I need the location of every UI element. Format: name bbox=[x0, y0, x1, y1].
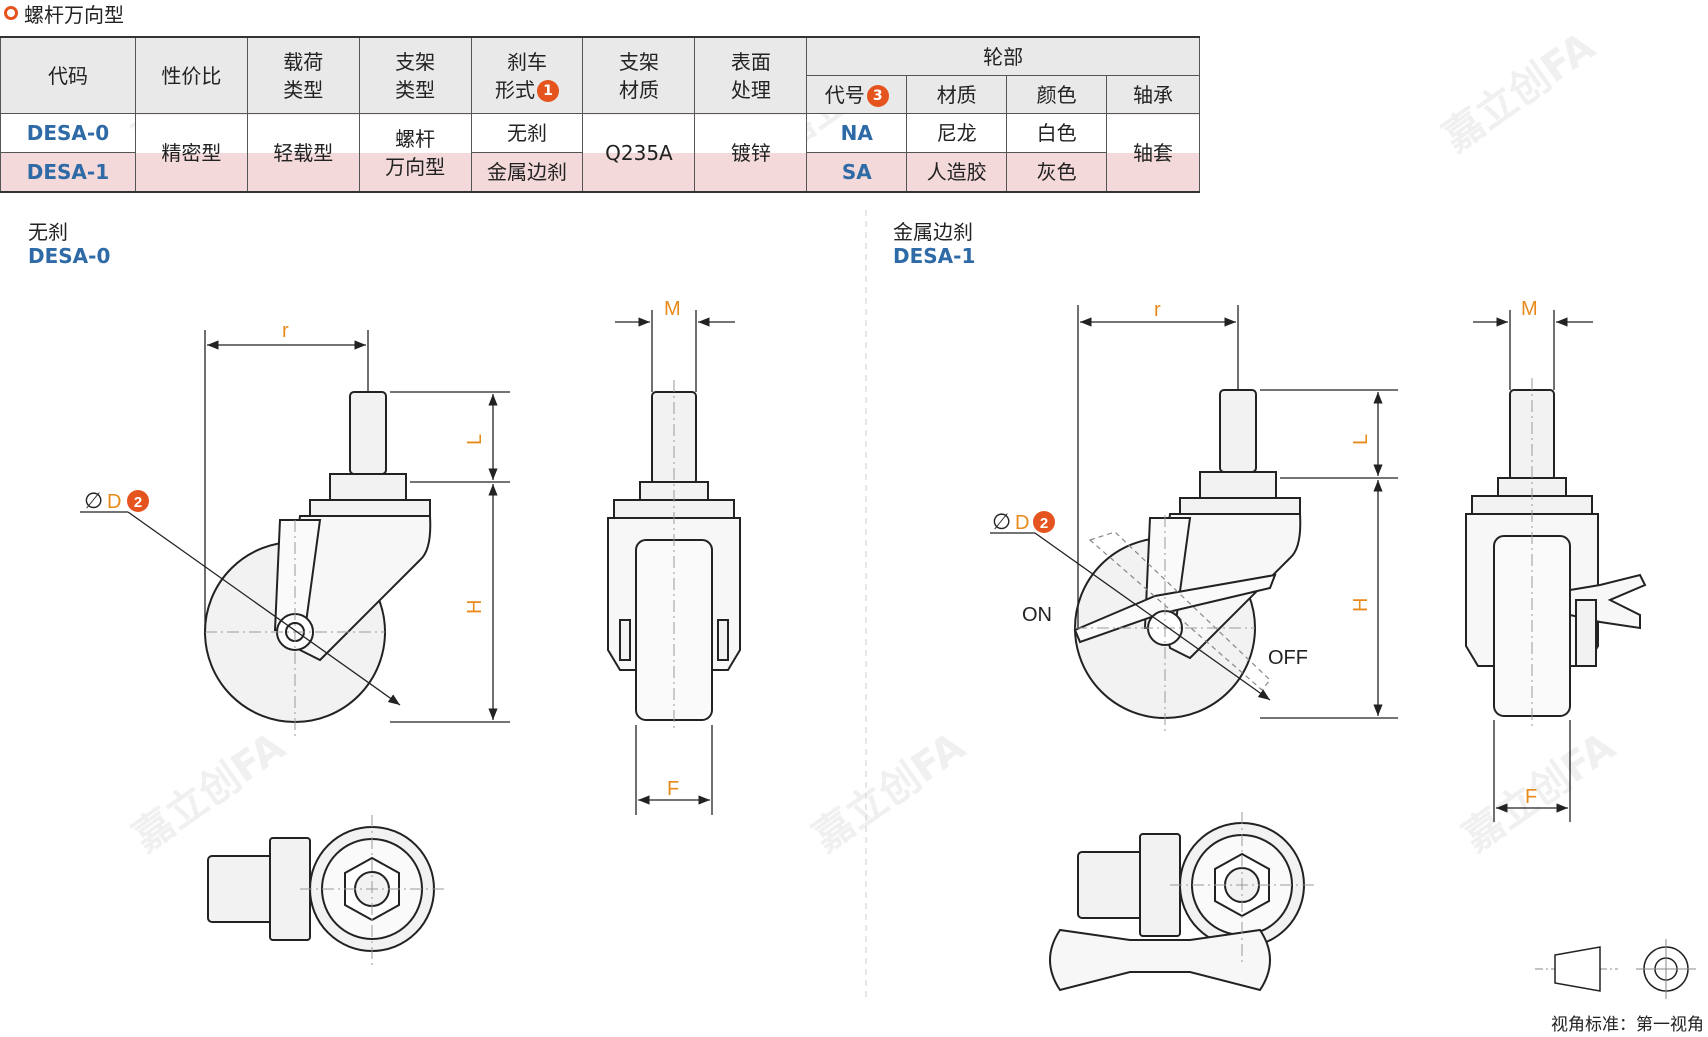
left-view-brake-label: 无刹 bbox=[28, 220, 68, 244]
svg-text:2: 2 bbox=[134, 494, 142, 511]
header-wheel: 轮部 bbox=[806, 36, 1200, 76]
header-code: 代码 bbox=[0, 36, 136, 114]
dim-f-left: F bbox=[667, 778, 679, 800]
right-view-code: DESA-1 bbox=[893, 244, 976, 268]
cell-code: DESA-1 bbox=[0, 152, 136, 193]
diameter-symbol-left: ∅ bbox=[84, 488, 103, 513]
cell-wheel-code: NA bbox=[806, 113, 908, 153]
header-bracket-material: 支架材质 bbox=[582, 36, 696, 114]
dim-h-left: H bbox=[464, 600, 486, 614]
note-badge: 1 bbox=[537, 80, 560, 102]
cell-bracket-type: 螺杆万向型 bbox=[358, 113, 472, 193]
dim-r-right: r bbox=[1154, 299, 1161, 321]
cell-bracket-material: Q235A bbox=[582, 113, 696, 193]
cell-brake: 金属边刹 bbox=[470, 152, 584, 193]
dim-m-right: M bbox=[1521, 298, 1538, 320]
dim-m-left: M bbox=[664, 298, 681, 320]
header-bearing: 轴承 bbox=[1106, 75, 1200, 114]
on-label: ON bbox=[1022, 604, 1052, 626]
d-badge-right: 2 bbox=[1033, 511, 1055, 533]
dim-h-right: H bbox=[1350, 598, 1372, 612]
dim-d-right: D bbox=[1015, 512, 1029, 534]
cell-wheel-color: 灰色 bbox=[1006, 152, 1108, 193]
projection-standard-label: 视角标准：第一视角 bbox=[1551, 1015, 1704, 1035]
dim-r-left: r bbox=[282, 320, 289, 342]
circle-icon bbox=[4, 6, 18, 20]
header-value: 性价比 bbox=[134, 36, 248, 114]
left-front-view bbox=[607, 380, 741, 730]
dim-f-right: F bbox=[1525, 786, 1537, 808]
cell-value: 精密型 bbox=[134, 113, 248, 193]
first-angle-projection-icon bbox=[1535, 939, 1696, 999]
cell-wheel-material: 尼龙 bbox=[906, 113, 1008, 153]
header-wheel-color: 颜色 bbox=[1006, 75, 1108, 114]
dim-l-right: L bbox=[1350, 434, 1372, 445]
right-top-view bbox=[1049, 812, 1315, 992]
right-side-view bbox=[1073, 389, 1302, 735]
cell-load-type: 轻载型 bbox=[246, 113, 360, 193]
cell-surface: 镀锌 bbox=[694, 113, 808, 193]
note-badge: 3 bbox=[866, 85, 889, 107]
dim-d-left: D bbox=[107, 491, 121, 513]
cell-bearing: 轴套 bbox=[1106, 113, 1200, 193]
header-bracket-type: 支架类型 bbox=[358, 36, 472, 114]
svg-text:2: 2 bbox=[1040, 515, 1048, 532]
header-surface: 表面处理 bbox=[694, 36, 808, 114]
left-top-view bbox=[207, 815, 445, 965]
header-wheel-material: 材质 bbox=[906, 75, 1008, 114]
cell-code: DESA-0 bbox=[0, 113, 136, 153]
left-side-view bbox=[204, 391, 432, 740]
left-view-code: DESA-0 bbox=[28, 244, 111, 268]
cell-wheel-code: SA bbox=[806, 152, 908, 193]
diameter-symbol-right: ∅ bbox=[992, 509, 1011, 534]
cell-wheel-material: 人造胶 bbox=[906, 152, 1008, 193]
right-view-brake-label: 金属边刹 bbox=[893, 220, 973, 244]
dim-l-left: L bbox=[464, 434, 486, 445]
section-title: 螺杆万向型 bbox=[4, 0, 124, 27]
section-title-text: 螺杆万向型 bbox=[24, 2, 124, 27]
right-front-view bbox=[1465, 378, 1647, 726]
header-load-type: 载荷类型 bbox=[246, 36, 360, 114]
d-badge-left: 2 bbox=[127, 490, 149, 512]
off-label: OFF bbox=[1268, 647, 1308, 669]
